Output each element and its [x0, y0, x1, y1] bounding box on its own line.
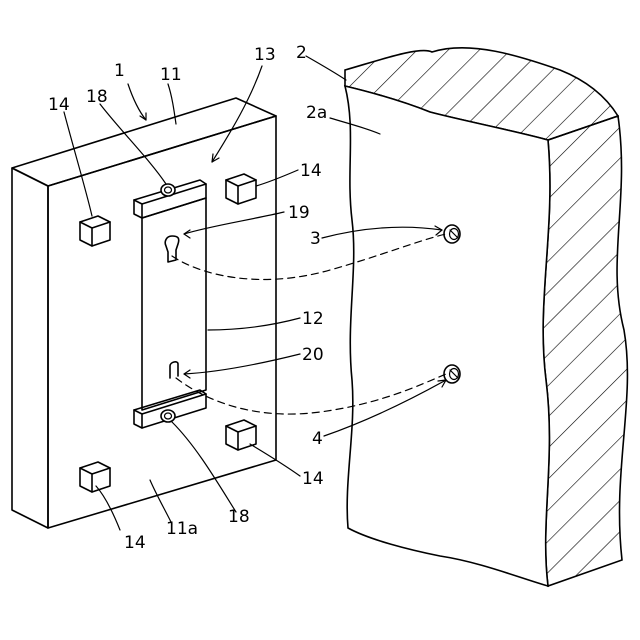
spacer-top-right	[226, 174, 256, 204]
label-device: 1	[114, 61, 125, 81]
fastener-upper	[161, 184, 175, 196]
label-spacer-top-left: 14	[48, 95, 70, 115]
label-wall-surface: 2a	[306, 103, 327, 123]
housing	[12, 98, 276, 528]
fastener-lower	[161, 410, 175, 422]
label-slot: 20	[302, 345, 324, 365]
label-spacer-bottom-left: 14	[124, 533, 146, 553]
keyhole	[165, 236, 179, 262]
label-wall: 2	[296, 43, 307, 63]
label-bracket: 13	[254, 45, 276, 65]
label-fastener-lower: 18	[228, 507, 250, 527]
label-screw-lower: 4	[312, 429, 323, 449]
screw-upper	[444, 225, 460, 243]
spacer-top-left	[80, 216, 110, 246]
plate	[142, 198, 206, 410]
housing-side-face	[12, 168, 48, 528]
slot	[170, 362, 178, 378]
wall-side-hatched-face	[543, 116, 627, 586]
wall-front-surface	[345, 86, 550, 586]
label-spacer-top-right: 14	[300, 161, 322, 181]
label-screw-upper: 3	[310, 229, 321, 249]
label-housing: 11	[160, 65, 182, 85]
label-spacer-bottom-right: 14	[302, 469, 324, 489]
label-keyhole: 19	[288, 203, 310, 223]
label-plate: 12	[302, 309, 324, 329]
wall	[345, 48, 627, 586]
spacer-bottom-left	[80, 462, 110, 492]
label-housing-back: 11a	[166, 519, 198, 539]
label-fastener-upper: 18	[86, 87, 108, 107]
